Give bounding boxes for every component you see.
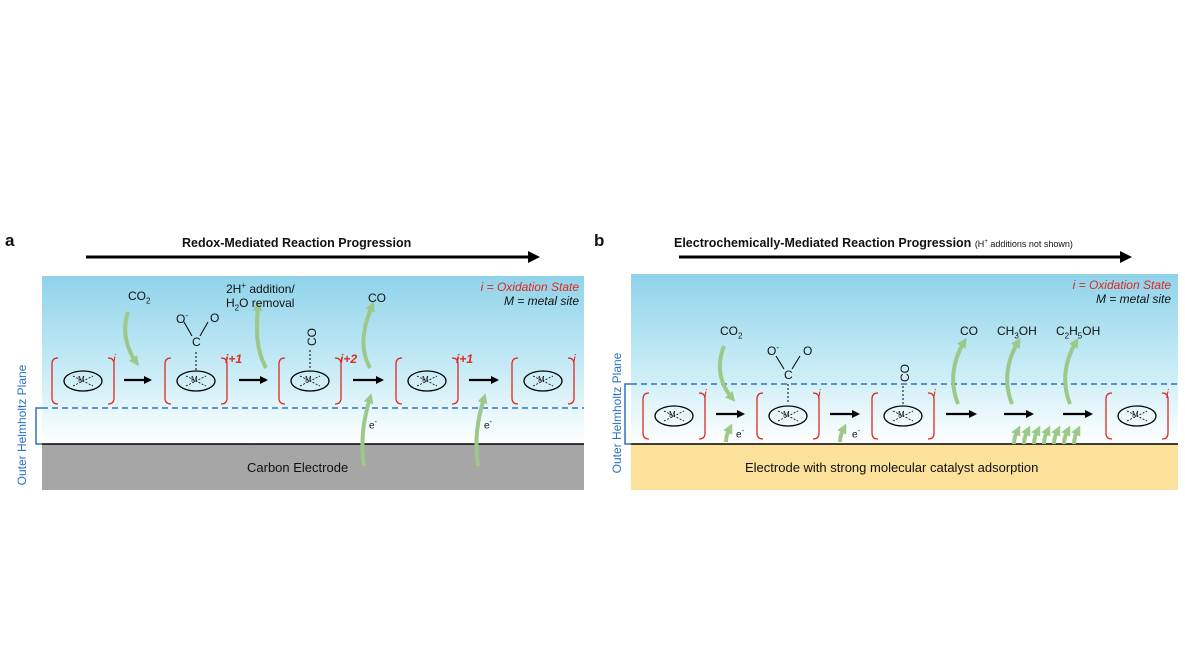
panel-b-o-minus: O- [767,343,780,358]
panel-a-letter: a [5,231,15,250]
panel-b-co-product: CO [960,324,978,338]
panel-a-legend-oxidation: i = Oxidation State [480,280,579,294]
panel-a-co-product: CO [368,291,386,305]
panel-a-state-2: i+1 [225,352,243,366]
panel-b-metal-label: M [1132,410,1139,419]
panel-a-electron: e- [369,419,377,432]
panel-a-c-o-bond [183,321,193,337]
panel-a-metal-label: M [422,375,429,384]
panel-b-co2-in-arrow [717,345,736,402]
panel-b-letter: b [594,231,605,250]
panel-a-c-o-bond [199,321,209,337]
panel-a-o-minus: O- [176,311,189,326]
panel-b-c-o-bond [791,355,801,370]
panel-b-state-2: i [818,387,821,401]
panel-b-ohp-bracket [624,383,631,445]
panel-a-electrode-label: Carbon Electrode [247,460,349,475]
panel-a-electron: e- [484,419,492,432]
panel-a-o: O [210,311,220,325]
panel-b-state-4: i [1166,387,1169,401]
panel-a-legend-metal: M = metal site [503,294,579,308]
panel-a-state-1: i [113,352,116,366]
panel-b-electron-arrow-cluster [1011,425,1081,445]
panel-a-metal-label: M [305,375,312,384]
panel-b-ch3oh-out-arrow [1005,337,1021,405]
panel-b-metal-label: M [898,410,905,419]
panel-a-bound-co: CO [305,328,319,346]
panel-b-c2h5oh-product: C2H5OH [1056,324,1101,341]
panel-a-h2o-arrow [252,301,268,369]
panel-a-title: Redox-Mediated Reaction Progression [182,236,412,250]
panel-b-electron: e- [852,428,860,441]
panel-b-electrode-label: Electrode with strong molecular catalyst… [745,460,1039,475]
panel-b-legend-metal: M = metal site [1095,292,1171,306]
panel-a-metal-label: M [78,375,85,384]
panel-a-legend: i = Oxidation State M = metal site [481,280,579,308]
panel-b-ch3oh-product: CH3OH [997,324,1037,341]
panel-a-co-out-arrow [361,301,375,369]
panel-b-co2-label: CO2 [720,324,743,341]
panel-b-title: Electrochemically-Mediated Reaction Prog… [674,236,1073,250]
panel-a-carbon-electrode [42,444,584,490]
panel-b-co-out-arrow [951,337,967,405]
panel-b-title-note: (H+ additions not shown) [974,239,1073,249]
panel-b-electron-arrow [723,423,733,443]
panel-a-metal-label: M [191,375,198,384]
panel-a-state-3: i+2 [340,352,358,366]
panel-a-metal-label: M [538,375,545,384]
panel-a-co2-label: CO2 [128,289,151,306]
panel-b-c-o-bond [775,355,785,370]
panel-b-electrode [631,444,1178,490]
panel-a-state-4: i+1 [456,352,474,366]
panel-a-co2-in-arrow [123,311,139,367]
panel-b-bound-co: CO [898,364,912,382]
panel-a-addition-label: 2H+ addition/ H2O removal [226,281,295,313]
panel-b-c: C [784,368,793,382]
panel-a-ohp-label: Outer Helmholtz Plane [15,364,29,486]
panel-b-electron-arrow [837,423,847,443]
panel-b-legend-oxidation: i = Oxidation State [1072,278,1171,292]
panel-a-c: C [192,335,201,349]
panel-b-c2h5oh-out-arrow [1063,337,1079,405]
panel-b-state-1: i [704,387,707,401]
panel-b-legend: i = Oxidation State M = metal site [1073,278,1171,306]
panel-a-state-5: i [573,352,576,366]
panel-b-state-3: i [933,387,936,401]
panel-b-o: O [803,344,813,358]
panel-b-metal-label: M [783,410,790,419]
panel-b-metal-label: M [669,410,676,419]
panel-a-ohp-bracket [35,407,42,445]
panel-a-electron-arrow [474,393,488,467]
panel-a-electron-arrow [360,393,374,467]
panel-b-electron: e- [736,428,744,441]
panel-b-ohp-label: Outer Helmholtz Plane [610,352,624,474]
